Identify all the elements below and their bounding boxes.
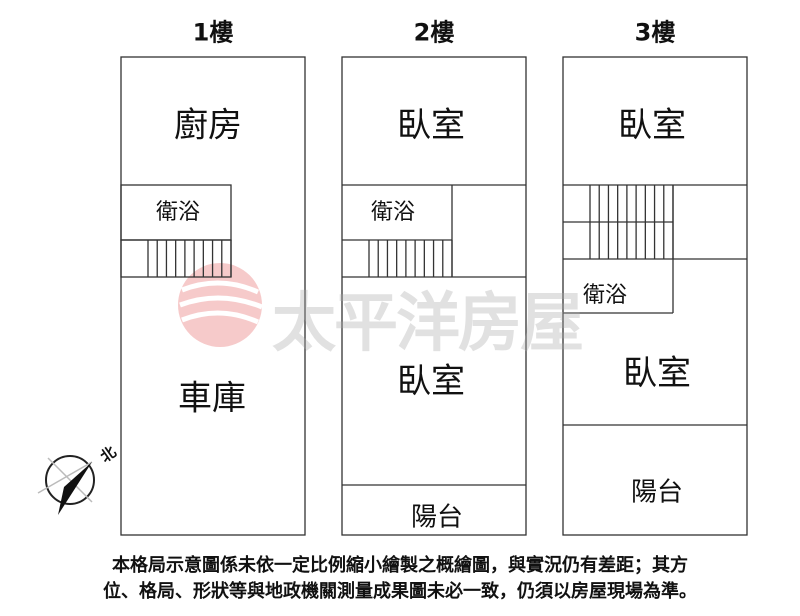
room-garage: 車庫 <box>178 378 246 419</box>
staircase <box>589 222 674 259</box>
room-bathroom: 衛浴 <box>155 200 201 225</box>
room-bathroom: 衛浴 <box>370 200 416 225</box>
room-bedroom: 臥室 <box>397 361 465 402</box>
disclaimer-line-2: 位、格局、形狀等與地政機關測量成果圖未必一致，仍須以房屋現場為準。 <box>103 581 697 602</box>
room-balcony: 陽台 <box>410 502 464 533</box>
floor-2-plan <box>341 56 527 536</box>
room-bathroom: 衛浴 <box>582 283 628 308</box>
floor-2-title: 2樓 <box>413 18 455 47</box>
compass-icon <box>37 455 95 515</box>
floor-1-plan <box>120 56 306 536</box>
staircase <box>147 240 232 277</box>
room-bedroom: 臥室 <box>623 353 691 394</box>
watermark-text: 太平洋房屋 <box>272 286 584 361</box>
room-bedroom: 臥室 <box>397 105 465 146</box>
watermark-logo <box>178 263 263 347</box>
room-balcony: 陽台 <box>630 477 684 508</box>
room-kitchen: 廚房 <box>174 105 242 146</box>
floor-3-title: 3樓 <box>634 18 676 47</box>
room-bedroom: 臥室 <box>618 105 686 146</box>
floor-3-plan <box>562 56 748 536</box>
floor-1-title: 1樓 <box>192 18 234 47</box>
staircase <box>368 240 453 277</box>
staircase <box>589 185 674 222</box>
disclaimer-line-1: 本格局示意圖係未依一定比例縮小繪製之概繪圖，與實況仍有差距；其方 <box>112 555 688 576</box>
